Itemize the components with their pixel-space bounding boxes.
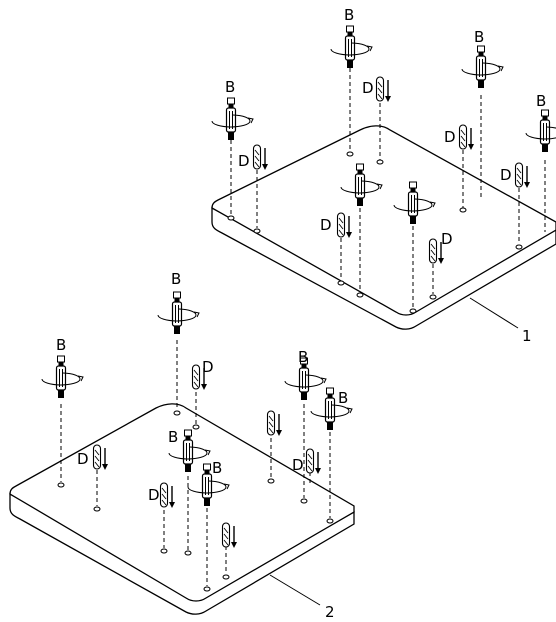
dowel-pin [514, 162, 531, 189]
cam-bolt-label: B [212, 459, 222, 477]
hole [356, 292, 364, 298]
dowel-label: D [202, 358, 214, 376]
dowel-pin [375, 76, 392, 103]
dowel-pin [252, 144, 269, 171]
dowel-label: D [148, 486, 160, 504]
hole [409, 308, 417, 314]
dowel-label: D [441, 230, 453, 248]
hole [429, 294, 437, 300]
cam-bolt-label: B [171, 270, 181, 288]
hole [203, 586, 211, 592]
cam-bolt-label: B [474, 28, 484, 46]
hole [227, 215, 235, 221]
hole [326, 518, 334, 524]
dowel-pin [458, 124, 475, 151]
dowel-label: D [320, 216, 332, 234]
panel-1-number: 1 [522, 327, 532, 345]
cam-bolt-label: B [338, 389, 348, 407]
hole [192, 424, 200, 430]
dowel-label: D [292, 456, 304, 474]
hole [267, 478, 275, 484]
cam-bolt-label: B [56, 336, 66, 354]
panel-2-number: 2 [325, 603, 335, 621]
hole [300, 498, 308, 504]
hole [57, 482, 65, 488]
cam-bolt-label: B [344, 6, 354, 24]
panel-1-top-surface [211, 125, 556, 316]
hole [93, 506, 101, 512]
cam-bolt [41, 355, 84, 399]
panel-1: 1 B D B B D D B [211, 6, 556, 345]
cam-bolt-label: B [168, 428, 178, 446]
cam-bolt [330, 25, 373, 69]
cam-bolt [525, 109, 556, 153]
hole [459, 207, 467, 213]
dowel-label: D [444, 128, 456, 146]
hole [346, 151, 354, 157]
panel-1-leader-line [469, 297, 519, 329]
dowel-pin [305, 448, 322, 475]
dowel-pin [266, 410, 283, 437]
hole [253, 228, 261, 234]
panel-2-leader-line [269, 574, 321, 606]
cam-bolt [157, 291, 200, 335]
hole [160, 548, 168, 554]
panel-2: 2 B D B D B D B [9, 270, 355, 621]
dowel-label: D [238, 152, 250, 170]
hole [376, 159, 384, 165]
cam-bolt [461, 45, 504, 89]
dowel-label: D [500, 166, 512, 184]
cam-bolt-label: B [298, 348, 308, 366]
cam-bolt-label: B [536, 92, 546, 110]
hole [515, 244, 523, 250]
dowel-label: D [77, 450, 89, 468]
hole [222, 574, 230, 580]
hole [337, 280, 345, 286]
dowel-label: D [362, 79, 374, 97]
cam-bolt [211, 97, 254, 141]
cam-bolt-label: B [225, 78, 235, 96]
hole [173, 410, 181, 416]
hole [184, 550, 192, 556]
